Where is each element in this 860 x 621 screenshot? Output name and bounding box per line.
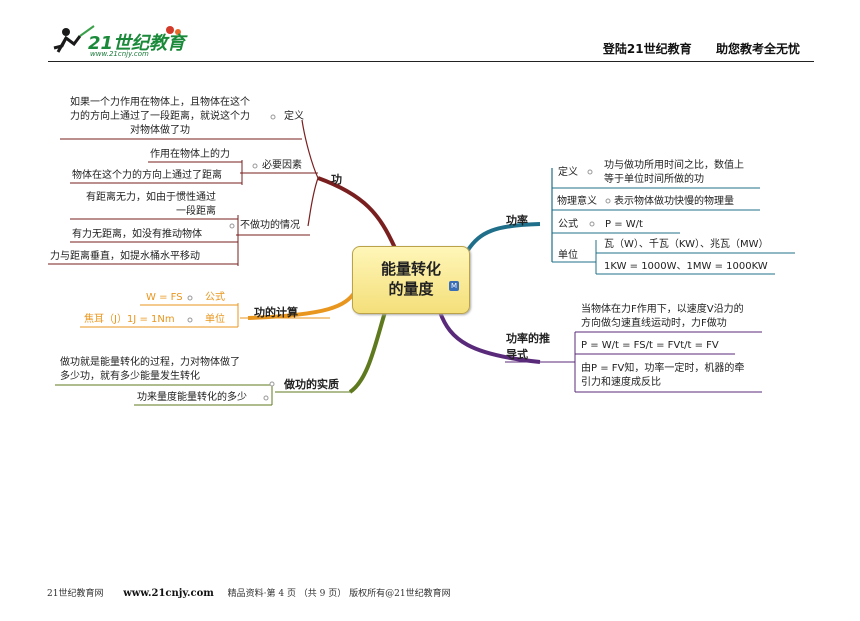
logo-url: www.21cnjy.com: [90, 50, 149, 58]
power-formula-label: 公式: [558, 219, 578, 230]
gong-nowork-label: 不做功的情况: [240, 220, 300, 231]
power-meaning-label: 物理意义: [557, 196, 597, 207]
gong-nowork-1-line2: 一段距离: [176, 206, 216, 217]
connector-power-main: [466, 222, 541, 252]
derivation-label-line1: 功率的推: [506, 332, 550, 345]
calc-formula-label: 公式: [205, 292, 225, 303]
center-title-line2: 的量度: [388, 280, 434, 298]
gong-nowork-2: 有力无距离，如没有推动物体: [72, 229, 202, 240]
node-dot-power-meaning: [605, 198, 611, 204]
branch-gong-label: 功: [331, 173, 342, 186]
slogan-right: 助您教考全无忧: [715, 42, 800, 56]
gong-definition-line1: 如果一个力作用在物体上，且物体在这个: [70, 97, 250, 108]
logo-runner-icon: [53, 25, 181, 53]
node-dot-gong-def: [270, 114, 276, 120]
essence-item-1-line2: 多少功，就有多少能量发生转化: [60, 371, 200, 382]
slogan-left: 登陆21世纪教育: [602, 42, 692, 56]
power-definition-text: 功与做功所用时间之比，数值上 等于单位时间所做的功: [604, 159, 744, 187]
essence-item-2: 功来量度能量转化的多少: [137, 392, 247, 403]
derivation-item-3-line2: 引力和速度成反比: [581, 377, 661, 388]
gong-nowork-3: 力与距离垂直，如提水桶水平移动: [50, 251, 200, 262]
branch-derivation-label: 功率的推 导式: [506, 331, 550, 363]
power-formula-text: P = W/t: [605, 219, 643, 230]
gong-factors-label: 必要因素: [262, 160, 302, 171]
derivation-item-1: 当物体在力F作用下，以速度V沿力的 方向做匀速直线运动时，力F做功: [581, 303, 744, 331]
gong-definition-text: 如果一个力作用在物体上，且物体在这个 力的方向上通过了一段距离，就说这个力 对物…: [58, 96, 262, 138]
calc-unit: 焦耳（J）1J = 1Nm: [84, 314, 175, 325]
footer-site: 21世纪教育网: [47, 589, 104, 599]
power-unit-2: 1KW = 1000W、1MW = 1000KW: [604, 261, 768, 272]
node-dot-essence2: [263, 395, 269, 401]
derivation-item-3: 由P = FV知，功率一定时，机器的牵 引力和速度成反比: [581, 362, 744, 390]
header-slogan: 登陆21世纪教育 助您教考全无忧: [603, 40, 800, 57]
power-definition-label: 定义: [558, 167, 578, 178]
footer-url-link[interactable]: www.21cnjy.com: [123, 588, 214, 599]
node-dot-power-def: [587, 169, 593, 175]
center-topic: 能量转化 的量度 M: [352, 246, 470, 314]
gong-definition-label: 定义: [284, 111, 304, 122]
branch-power-label: 功率: [506, 214, 528, 227]
derivation-item-2: P = W/t = FS/t = FVt/t = FV: [581, 340, 719, 351]
connector-gong-stem: [301, 119, 319, 179]
gong-factor-1: 作用在物体上的力: [150, 149, 230, 160]
derivation-item-1-line1: 当物体在力F作用下，以速度V沿力的: [581, 304, 744, 315]
essence-item-1-line1: 做功就是能量转化的过程，力对物体做了: [60, 357, 240, 368]
derivation-label-line2: 导式: [506, 348, 528, 361]
connector-gong-main: [317, 176, 397, 249]
logo-text: 21世纪教育: [88, 33, 186, 54]
power-definition-line1: 功与做功所用时间之比，数值上: [604, 160, 744, 171]
gong-nowork-1: 有距离无力，如由于惯性通过 一段距离: [70, 191, 216, 219]
power-meaning-text: 表示物体做功快慢的物理量: [614, 196, 734, 207]
center-title-line1: 能量转化: [380, 260, 441, 278]
footer-page-info: 精品资料·第 4 页 （共 9 页） 版权所有@21世纪教育网: [227, 589, 451, 599]
gong-factor-2: 物体在这个力的方向上通过了距离: [72, 170, 222, 181]
calc-unit-label: 单位: [205, 314, 225, 325]
mindmap-badge-icon: M: [449, 281, 459, 291]
calc-formula: W = FS: [146, 292, 183, 303]
connector-essence-main: [348, 311, 387, 394]
connector-calc-main: [247, 290, 357, 320]
node-dot-gong-factors: [252, 163, 258, 169]
essence-item-1: 做功就是能量转化的过程，力对物体做了 多少功，就有多少能量发生转化: [60, 356, 240, 384]
connector-gong-lower: [307, 177, 319, 227]
power-definition-line2: 等于单位时间所做的功: [604, 174, 704, 185]
branch-calc-label: 功的计算: [254, 306, 298, 319]
gong-definition-line2: 力的方向上通过了一段距离，就说这个力: [70, 111, 250, 122]
gong-definition-line3: 对物体做了功: [130, 125, 190, 136]
node-dot-power-formula: [589, 221, 595, 227]
header-divider: [48, 61, 814, 62]
power-unit-1: 瓦（W）、千瓦（KW）、兆瓦（MW）: [604, 239, 769, 250]
branch-essence-label: 做功的实质: [284, 378, 339, 391]
center-title: 能量转化 的量度: [353, 259, 469, 299]
node-dot-calc-formula: [187, 295, 193, 301]
derivation-item-1-line2: 方向做匀速直线运动时，力F做功: [581, 318, 727, 329]
connector-derivation-main: [438, 311, 541, 364]
logo: [50, 22, 200, 62]
gong-nowork-1-line1: 有距离无力，如由于惯性通过: [86, 192, 216, 203]
node-dot-calc-unit: [187, 317, 193, 323]
node-dot-nowork: [229, 223, 235, 229]
power-unit-label: 单位: [558, 250, 578, 261]
node-dot-essence1: [269, 381, 275, 387]
derivation-item-3-line1: 由P = FV知，功率一定时，机器的牵: [581, 363, 745, 374]
footer: 21世纪教育网 www.21cnjy.com 精品资料·第 4 页 （共 9 页…: [47, 586, 451, 599]
